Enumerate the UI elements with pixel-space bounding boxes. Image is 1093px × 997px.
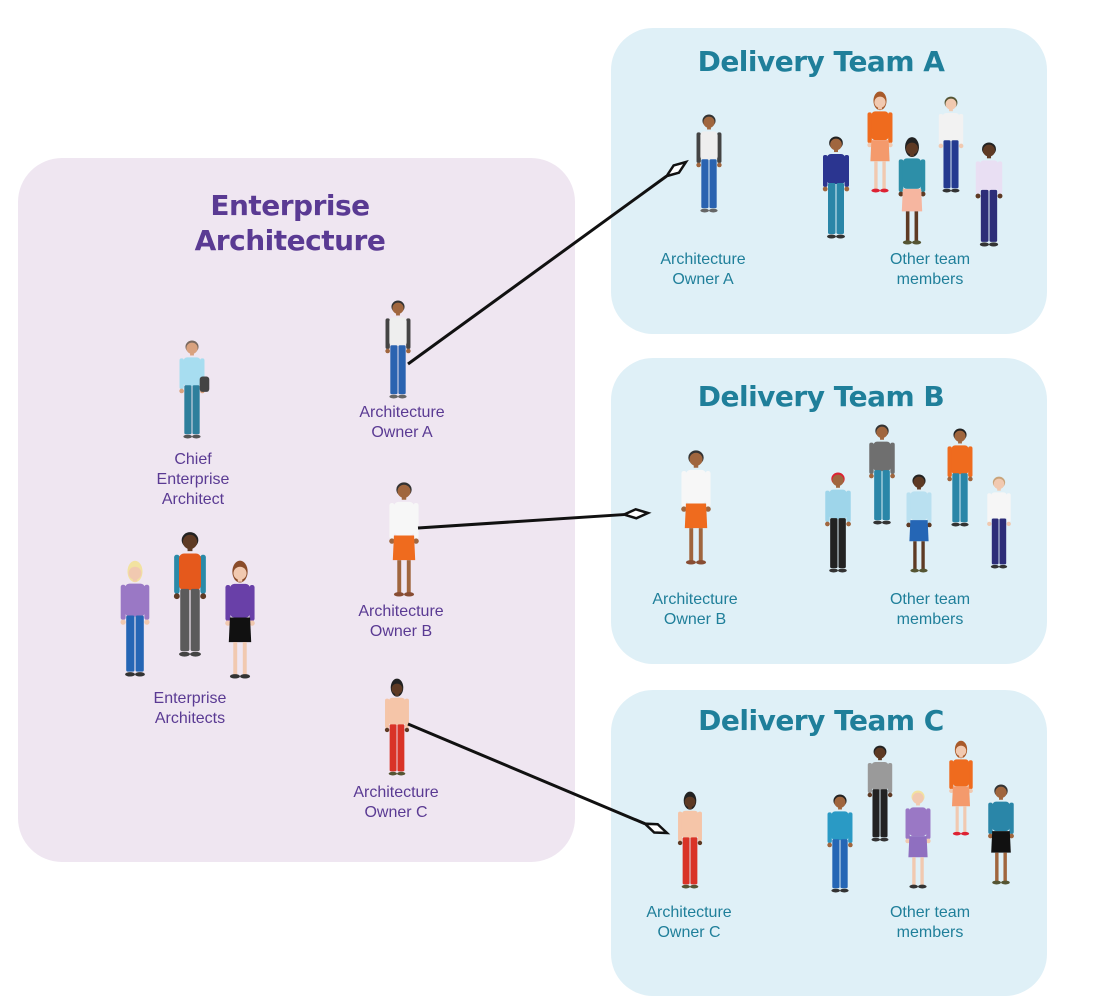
team-c-member-3-figure: [905, 790, 931, 889]
connector-owner-b: [417, 507, 652, 530]
enterprise-architecture-panel: [18, 158, 575, 862]
team-b-owner-figure: [681, 450, 711, 565]
team-a-owner-figure: [696, 114, 722, 213]
chief-enterprise-architect-figure: [179, 340, 210, 439]
team-b-member-2-figure: [869, 424, 895, 525]
connector-owner-c: [407, 722, 671, 835]
team-c-owner-figure: [677, 791, 703, 889]
ea-owner-a-label: Architecture Owner A: [359, 404, 445, 441]
team-a-member-1-figure: [822, 136, 850, 239]
enterprise-architect-1-figure: [120, 560, 150, 677]
team-c-others-label: Other team members: [889, 904, 971, 941]
ea-owner-b-label: Architecture Owner B: [358, 603, 444, 640]
team-b-owner-label: Architecture Owner B: [652, 591, 738, 628]
team-b-member-4-figure: [947, 428, 973, 527]
enterprise-architects-label: Enterprise Architects: [153, 690, 227, 727]
enterprise-architect-3-figure: [225, 560, 255, 679]
ea-owner-c-label: Architecture Owner C: [353, 784, 439, 821]
team-c-member-5-figure: [988, 784, 1014, 885]
team-b-member-3-figure: [906, 474, 932, 573]
connector-owner-a: [407, 159, 689, 366]
team-a-others-label: Other team members: [889, 251, 971, 288]
delivery-team-a-title: Delivery Team A: [697, 45, 945, 78]
title-line: Architecture: [194, 224, 386, 257]
team-c-member-1-figure: [827, 794, 853, 893]
team-b-member-5-figure: [987, 476, 1011, 569]
team-c-member-2-figure: [867, 745, 893, 842]
team-c-member-4-figure: [949, 740, 973, 836]
enterprise-architecture-title: Enterprise Architecture: [160, 188, 420, 258]
delivery-team-b-title: Delivery Team B: [697, 380, 945, 413]
chief-enterprise-architect-label: Chief Enterprise Architect: [156, 451, 230, 508]
team-b-member-1-figure: [825, 472, 851, 573]
team-b-others-label: Other team members: [889, 591, 971, 628]
team-a-owner-label: Architecture Owner A: [660, 251, 746, 288]
team-a-member-2-figure: [867, 91, 893, 193]
team-c-owner-label: Architecture Owner C: [646, 904, 732, 941]
title-line: Enterprise: [210, 189, 370, 222]
team-a-member-5-figure: [975, 142, 1003, 247]
enterprise-architect-2-figure: [173, 532, 207, 657]
team-a-member-4-figure: [938, 96, 964, 193]
team-a-member-3-figure: [898, 137, 926, 245]
ea-owner-c-figure: [384, 678, 410, 776]
delivery-team-c-title: Delivery Team C: [698, 704, 944, 737]
ea-owner-b-figure: [389, 482, 419, 597]
ea-owner-a-figure: [385, 300, 411, 399]
